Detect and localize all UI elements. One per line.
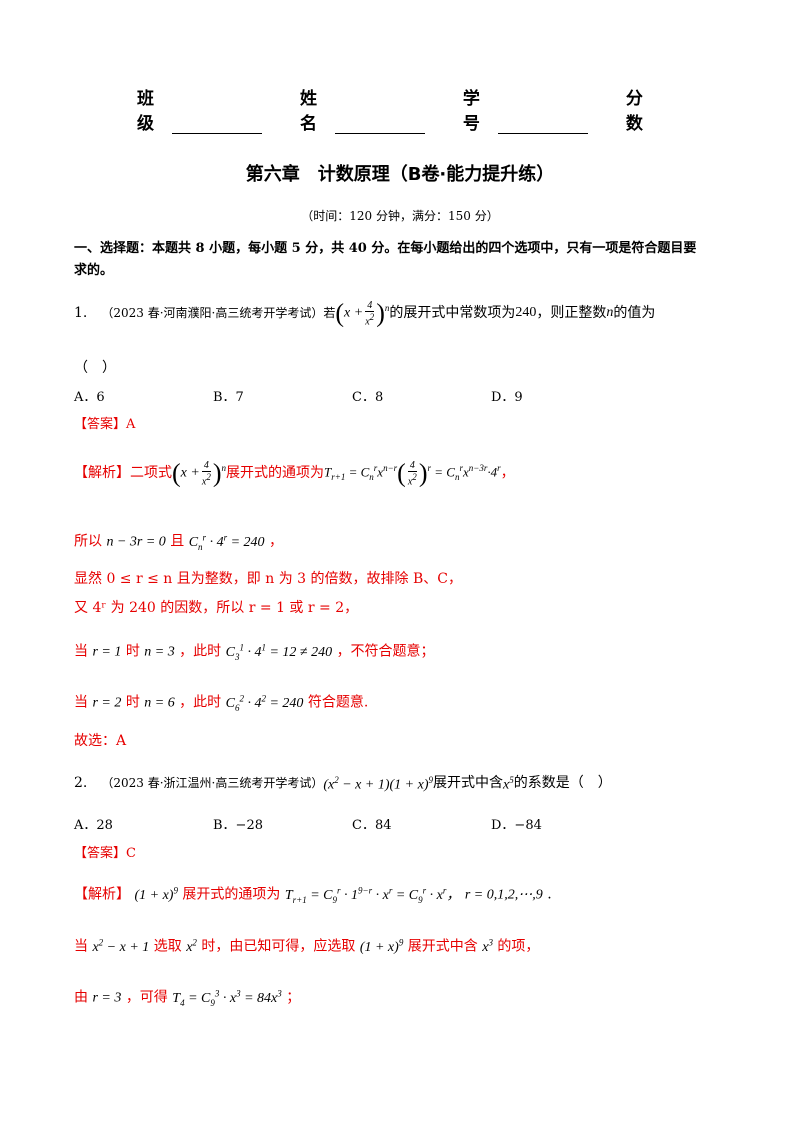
- q2-a1-binomial: (1 + x)9: [134, 885, 178, 903]
- question-2-stem: 2. （2023 春·浙江温州·高三统考开学考试） (x2 − x + 1)(1…: [74, 771, 612, 795]
- q1-a2-end: ，: [268, 533, 283, 550]
- q1-analysis-label: 【解析】: [74, 465, 130, 481]
- q1-a5-mid2: ，此时: [179, 643, 222, 660]
- q2-a3-r: r = 3: [92, 990, 122, 1006]
- q1-a6-end: 符合题意.: [307, 694, 369, 711]
- q1-conclusion: 故选：A: [74, 733, 127, 749]
- q1-a5-end: ，不符合题意；: [336, 643, 435, 660]
- q1-analysis-line5: 当 r = 1 时 n = 3 ，此时 C31 · 41 = 12 ≠ 240 …: [74, 637, 435, 666]
- q1-analysis-line6: 当 r = 2 时 n = 6 ，此时 C62 · 42 = 240 符合题意.: [74, 688, 368, 717]
- question-2-source: （2023 春·浙江温州·高三统考开学考试）: [101, 776, 324, 790]
- student-id-label: 学号: [462, 89, 480, 134]
- q1-a5-n: n = 3: [144, 644, 175, 660]
- q1-answer: 【答案】A: [74, 417, 136, 432]
- q1-a2-eq1: n − 3r = 0: [106, 534, 166, 550]
- name-label: 姓名: [299, 89, 317, 134]
- q1-a2-prefix: 所以: [74, 533, 102, 550]
- section-heading-line2: 求的。: [74, 263, 114, 278]
- q1-stem-tail: 的值为: [613, 305, 656, 321]
- score-field: 分数: [626, 89, 659, 134]
- q1-stem-mid: 的展开式中常数项为: [389, 305, 516, 321]
- q1-a1-text: 二项式: [130, 465, 172, 481]
- q1-a6-prefix: 当: [74, 694, 88, 711]
- q2-general-term-formula: Tr+1 = C9r · 19−r · xr = C9r · xr，: [284, 885, 461, 905]
- q2-a2-end: 的项，: [497, 938, 540, 955]
- q1-a5-formula: C31 · 41 = 12 ≠ 240: [225, 642, 333, 662]
- name-field[interactable]: 姓名: [300, 89, 425, 134]
- q1-a2-mid: 且: [170, 533, 185, 550]
- q1-a6-n: n = 6: [144, 695, 175, 711]
- q1-a5-prefix: 当: [74, 643, 88, 660]
- q2-a3-end: ；: [286, 989, 301, 1006]
- q1-a2-eq2: Cnr · 4r = 240: [188, 532, 265, 552]
- q2-a1-mid: 展开式的通项为: [182, 886, 281, 903]
- q2-stem-end: 的系数是（ ）: [513, 775, 612, 791]
- q2-a2-mid2: 时，由已知可得，应选取: [201, 938, 356, 955]
- q1-stem-end: ，则正整数: [536, 305, 607, 321]
- q1-a6-mid2: ，此时: [179, 694, 222, 711]
- q1-option-d[interactable]: D．9: [491, 390, 523, 405]
- q1-const-val: 240: [515, 305, 537, 320]
- q1-analysis-line2: 所以 n − 3r = 0 且 Cnr · 4r = 240 ，: [74, 527, 283, 556]
- q2-stem-formula: (x2 − x + 1)(1 + x)9: [323, 775, 433, 793]
- q2-analysis-line2: 当 x2 − x + 1 选取 x2 时，由已知可得，应选取 (1 + x)9 …: [74, 932, 539, 958]
- q2-option-b[interactable]: B．−28: [213, 818, 263, 833]
- q2-analysis-line1: 【解析】 (1 + x)9 展开式的通项为 Tr+1 = C9r · 19−r …: [74, 885, 552, 905]
- q1-a6-r: r = 2: [92, 695, 122, 711]
- question-2-number: 2.: [74, 775, 88, 791]
- q2-option-a[interactable]: A．28: [74, 818, 113, 833]
- q1-option-a[interactable]: A．6: [74, 390, 105, 405]
- q2-a2-mid: 选取: [153, 938, 182, 955]
- q2-x5: x5: [503, 775, 514, 793]
- q1-answer-paren: （ ）: [74, 360, 116, 376]
- student-id-field[interactable]: 学号: [463, 89, 588, 134]
- q1-option-b[interactable]: B．7: [213, 390, 244, 405]
- score-label: 分数: [625, 89, 643, 134]
- page-title: 第六章 计数原理（B卷·能力提升练）: [245, 164, 555, 185]
- q2-analysis-line3: 由 r = 3 ，可得 T4 = C93 · x3 = 84x3 ；: [74, 983, 300, 1012]
- q1-a6-mid: 时: [125, 694, 140, 711]
- q2-option-d[interactable]: D．−84: [491, 818, 542, 833]
- student-id-blank[interactable]: [498, 115, 588, 134]
- q2-a2-poly: x2 − x + 1: [92, 937, 150, 955]
- q1-a1-text2: 展开式的通项为: [226, 465, 325, 481]
- q2-a3-formula: T4 = C93 · x3 = 84x3: [172, 988, 282, 1008]
- q1-var-n: n: [606, 305, 614, 320]
- class-field[interactable]: 班级: [137, 89, 262, 134]
- section-heading-line1: 一、选择题：本题共 8 小题，每小题 5 分，共 40 分。在每小题给出的四个选…: [74, 241, 697, 256]
- q2-a2-prefix: 当: [74, 938, 88, 955]
- q1-a5-r: r = 1: [92, 644, 122, 660]
- q2-analysis-label: 【解析】: [74, 886, 130, 903]
- q1-a5-mid: 时: [125, 643, 140, 660]
- q2-a3-mid: ，可得: [125, 989, 168, 1006]
- q2-answer: 【答案】C: [74, 846, 136, 861]
- q1-analysis-line4: 又 4ʳ 为 240 的因数，所以 r = 1 或 r = 2，: [74, 600, 359, 616]
- class-blank[interactable]: [172, 115, 262, 134]
- q2-a1-range: r = 0,1,2,⋯,9: [464, 887, 543, 903]
- q2-option-c[interactable]: C．84: [352, 818, 392, 833]
- q2-stem-mid: 展开式中含: [433, 775, 503, 791]
- q2-a3-prefix: 由: [74, 989, 88, 1006]
- student-info-header: 班级 姓名 学号 分数: [137, 89, 697, 134]
- question-1-source: （2023 春·河南濮阳·高三统考开学考试）若: [101, 306, 336, 320]
- q1-a6-formula: C62 · 42 = 240: [225, 693, 304, 713]
- name-blank[interactable]: [335, 115, 425, 134]
- time-info: （时间：120 分钟，满分：150 分）: [301, 209, 499, 223]
- q2-a2-x2: x2: [186, 937, 197, 955]
- q1-option-c[interactable]: C．8: [352, 390, 384, 405]
- q2-a2-mid3: 展开式中含: [407, 938, 478, 955]
- q1-analysis-line3: 显然 0 ≤ r ≤ n 且为整数，即 n 为 3 的倍数，故排除 B、C，: [74, 571, 462, 587]
- question-1-number: 1.: [74, 305, 88, 321]
- class-label: 班级: [137, 89, 154, 134]
- q2-a2-x3: x3: [482, 937, 493, 955]
- q2-a2-binomial: (1 + x)9: [359, 937, 404, 955]
